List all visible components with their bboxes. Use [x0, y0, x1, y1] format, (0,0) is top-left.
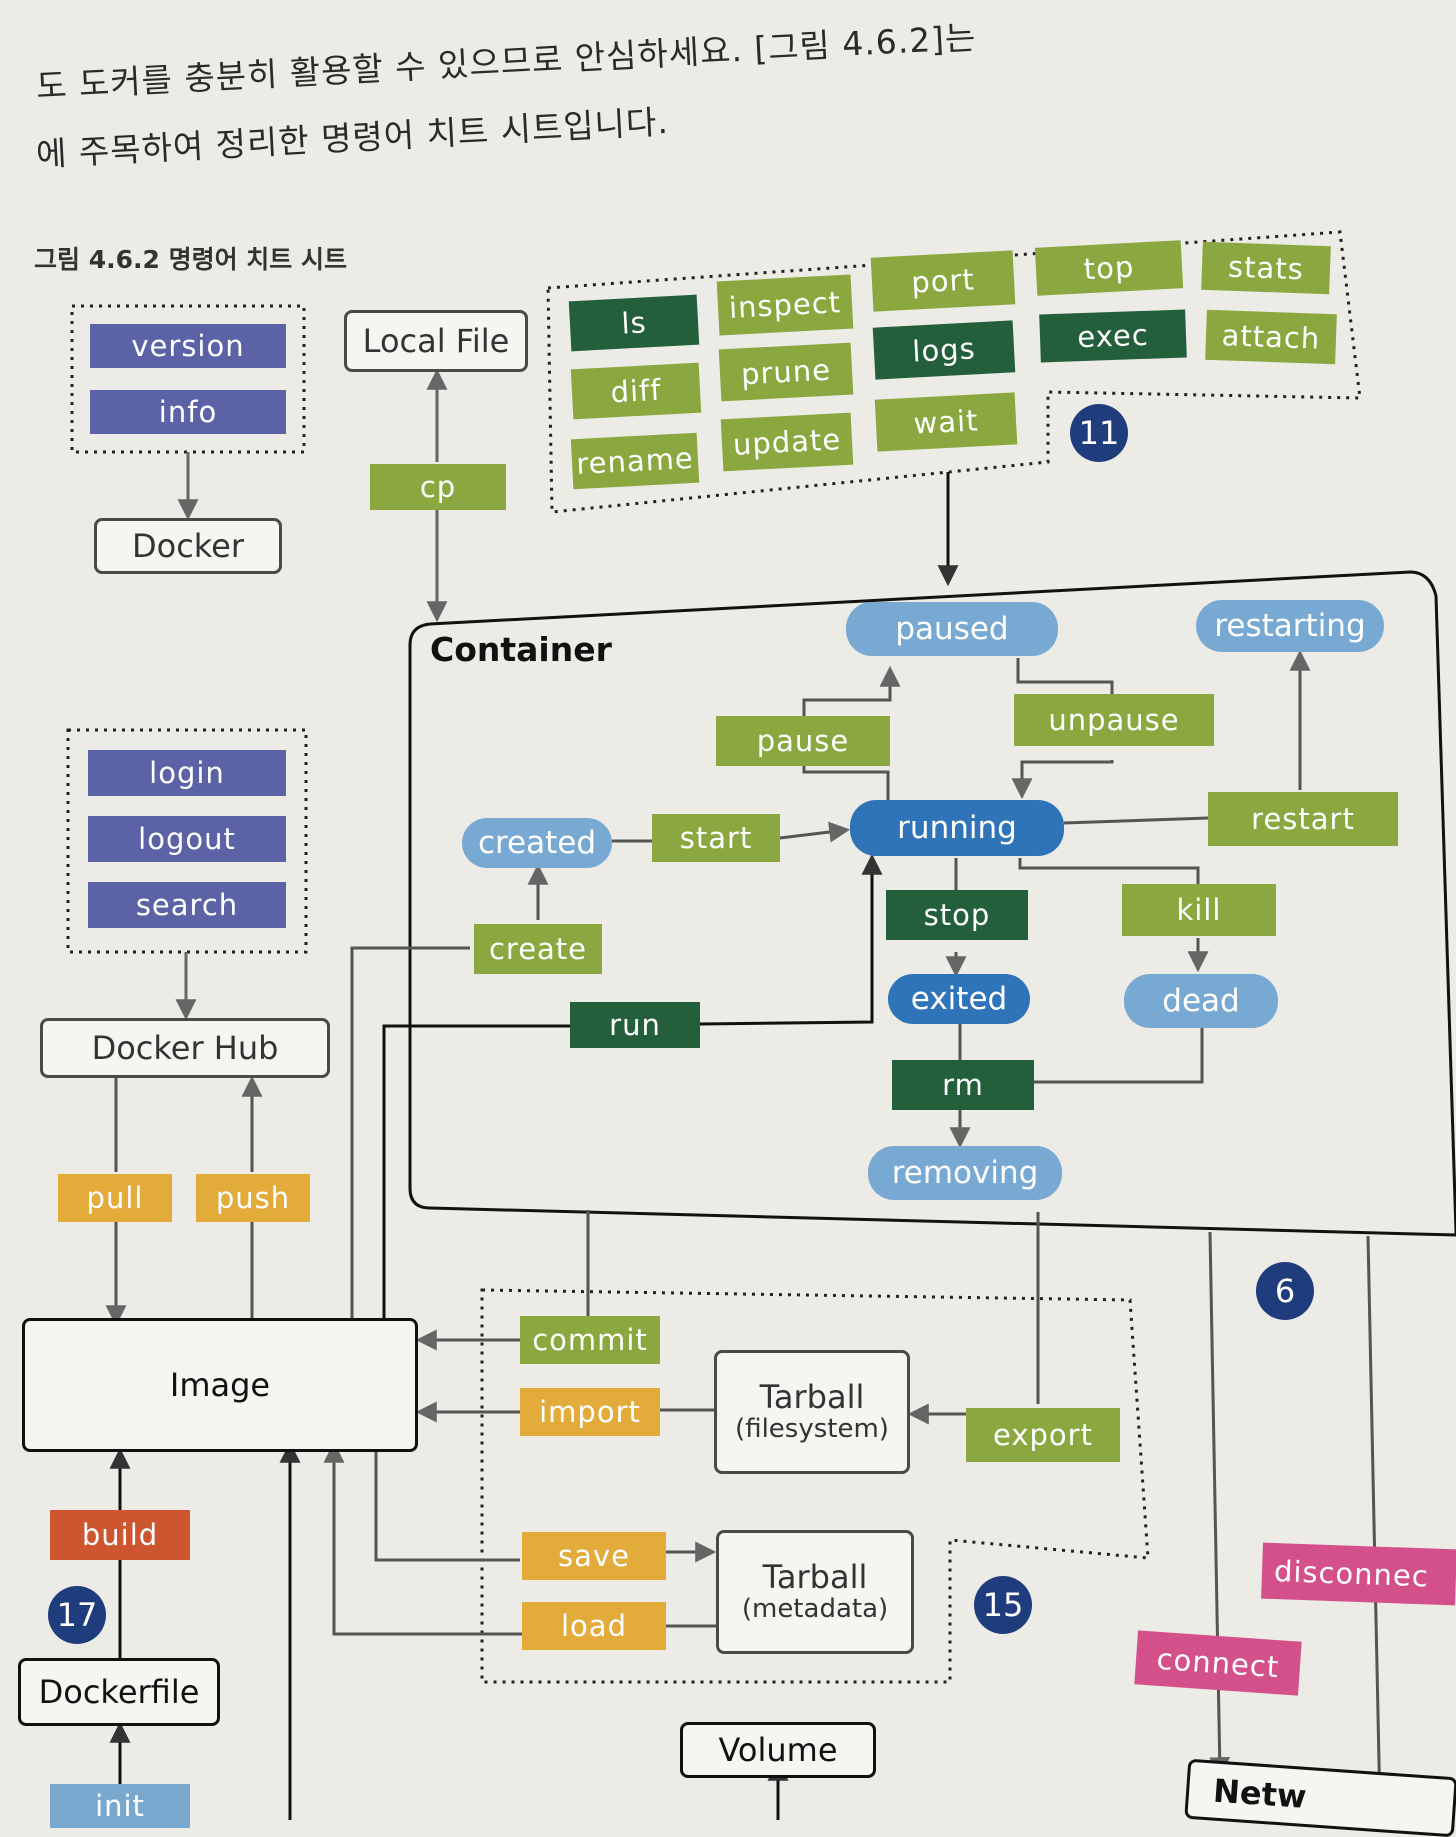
state-dead: dead: [1124, 974, 1278, 1028]
image-node: Image: [22, 1318, 418, 1452]
inspect-command-group: [546, 230, 1362, 514]
prune-command: prune: [718, 342, 854, 402]
tarball-filesystem-label: Tarball: [759, 1377, 865, 1416]
push-command: push: [196, 1174, 310, 1222]
login-command: login: [88, 750, 286, 796]
ls-command: ls: [568, 294, 700, 352]
connect-command: connect: [1134, 1630, 1302, 1696]
dockerfile-node: Dockerfile: [18, 1658, 220, 1726]
info-command: info: [90, 390, 286, 434]
init-command: init: [50, 1784, 190, 1828]
kill-command: kill: [1122, 884, 1276, 936]
unpause-command: unpause: [1014, 694, 1214, 746]
pull-command: pull: [58, 1174, 172, 1222]
state-paused: paused: [846, 602, 1058, 656]
badge-6: 6: [1256, 1262, 1314, 1320]
inspect-command: inspect: [716, 274, 854, 336]
state-removing: removing: [868, 1146, 1062, 1200]
load-command: load: [522, 1602, 666, 1650]
volume-node: Volume: [680, 1722, 876, 1778]
tarball-metadata-node: Tarball (metadata): [716, 1530, 914, 1654]
stop-command: stop: [886, 890, 1028, 940]
attach-command: attach: [1205, 309, 1337, 365]
port-command: port: [870, 250, 1016, 312]
state-exited: exited: [888, 974, 1030, 1024]
version-command: version: [90, 324, 286, 368]
container-boundary: [408, 570, 1456, 1237]
container-title: Container: [430, 630, 612, 669]
badge-11: 11: [1070, 404, 1128, 462]
disconnect-command: disconnec: [1261, 1542, 1456, 1606]
tarball-metadata-sublabel: (metadata): [741, 1594, 889, 1625]
tarball-command-group: [480, 1288, 1150, 1684]
docker-hub-node: Docker Hub: [40, 1018, 330, 1078]
tarball-filesystem-node: Tarball (filesystem): [714, 1350, 910, 1474]
logout-command: logout: [88, 816, 286, 862]
wait-command: wait: [874, 392, 1018, 452]
run-command: run: [570, 1002, 700, 1048]
rename-command: rename: [570, 432, 700, 490]
diff-command: diff: [570, 362, 702, 420]
cp-command: cp: [370, 464, 506, 510]
state-created: created: [462, 818, 612, 868]
search-command: search: [88, 882, 286, 928]
build-command: build: [50, 1510, 190, 1560]
create-command: create: [474, 924, 602, 974]
local-file-node: Local File: [344, 310, 528, 372]
exec-command: exec: [1039, 309, 1187, 363]
import-command: import: [520, 1388, 660, 1436]
figure-caption: 그림 4.6.2 명령어 치트 시트: [34, 245, 347, 274]
stats-command: stats: [1201, 241, 1331, 295]
export-command: export: [966, 1408, 1120, 1462]
pause-command: pause: [716, 716, 890, 766]
docker-node: Docker: [94, 518, 282, 574]
top-command: top: [1034, 240, 1184, 296]
update-command: update: [720, 412, 854, 472]
tarball-filesystem-sublabel: (filesystem): [735, 1414, 889, 1445]
state-running: running: [850, 800, 1064, 856]
state-restarting: restarting: [1196, 600, 1384, 652]
badge-15: 15: [974, 1576, 1032, 1634]
restart-command: restart: [1208, 792, 1398, 846]
badge-17: 17: [48, 1586, 106, 1644]
rm-command: rm: [892, 1060, 1034, 1110]
commit-command: commit: [520, 1316, 660, 1364]
tarball-metadata-label: Tarball: [762, 1557, 868, 1596]
logs-command: logs: [872, 320, 1016, 380]
save-command: save: [522, 1532, 666, 1580]
start-command: start: [652, 814, 780, 862]
